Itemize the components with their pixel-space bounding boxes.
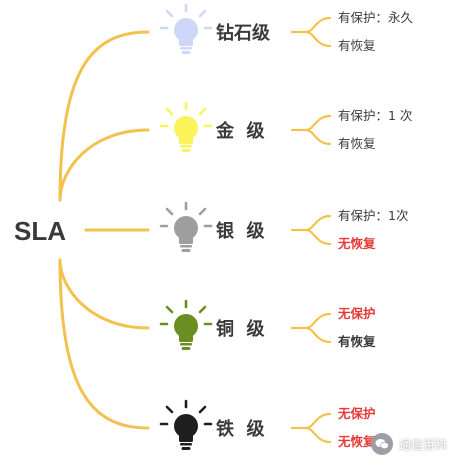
level-label-bronze: 铜 级	[216, 318, 266, 340]
level-item-diamond-0: 有保护：永久	[338, 10, 414, 25]
level-item-diamond-1: 有恢复	[338, 38, 376, 53]
bulb-icon-diamond	[159, 3, 213, 54]
branch-connector-top-iron	[290, 412, 332, 430]
connector-diamond	[58, 30, 150, 202]
level-item-silver-1: 无恢复	[337, 236, 376, 251]
level-item-gold-1: 有恢复	[338, 136, 376, 151]
connector-bronze	[58, 258, 150, 330]
level-label-diamond: 钻石级	[216, 22, 271, 44]
watermark: 通信百科	[370, 433, 447, 455]
branch-connector-bottom-gold	[304, 128, 332, 146]
branch-connector-bottom-diamond	[304, 30, 332, 48]
level-item-iron-0: 无保护	[337, 406, 376, 421]
branch-connector-top-gold	[290, 114, 332, 132]
branch-connector-top-silver	[290, 214, 332, 232]
wechat-logo-icon	[370, 433, 393, 455]
branch-connector-top-diamond	[290, 16, 332, 34]
connector-iron	[58, 258, 150, 430]
level-item-gold-0: 有保护：1 次	[338, 108, 412, 123]
bulb-icon-gold	[159, 101, 213, 152]
watermark-text: 通信百科	[398, 437, 447, 452]
bulb-icon-silver	[159, 201, 213, 252]
connector-gold	[58, 128, 150, 202]
level-item-bronze-1: 有恢复	[338, 334, 376, 349]
branch-connector-bottom-iron	[304, 426, 332, 444]
bulb-icon-iron	[159, 399, 213, 450]
level-label-iron: 铁 级	[216, 418, 266, 440]
branch-connector-bottom-bronze	[304, 326, 332, 344]
bulb-icon-bronze	[159, 299, 213, 350]
branch-connector-top-bronze	[290, 312, 332, 330]
root-label-sla: SLA	[14, 216, 66, 246]
branch-connector-bottom-silver	[304, 228, 332, 246]
level-label-gold: 金 级	[215, 120, 266, 142]
root-connectors	[58, 30, 150, 430]
level-item-silver-0: 有保护：1次	[338, 208, 408, 223]
level-item-iron-1: 无恢复	[337, 434, 376, 449]
level-item-bronze-0: 无保护	[337, 306, 376, 321]
level-label-silver: 银 级	[216, 220, 266, 242]
